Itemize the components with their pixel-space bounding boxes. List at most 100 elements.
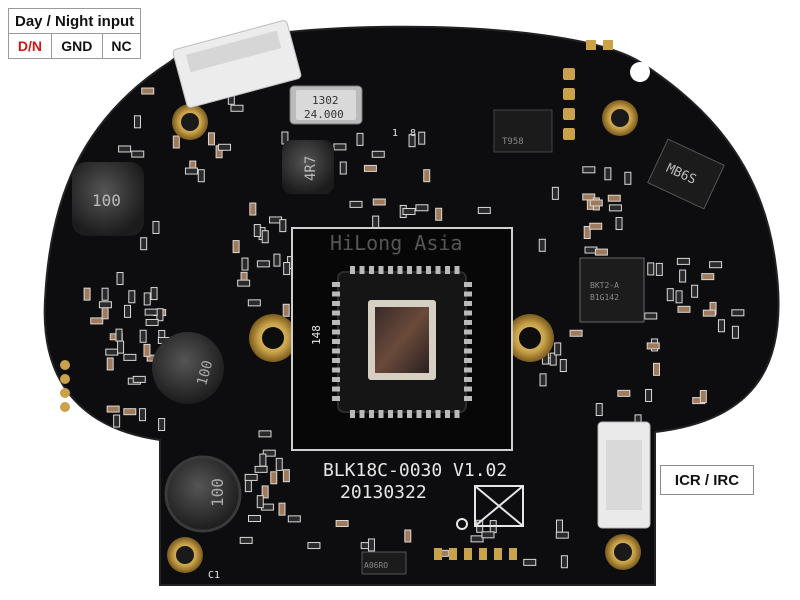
smd-part	[241, 257, 249, 271]
svg-text:BKT2-A: BKT2-A	[590, 281, 619, 290]
day-night-label: Day / Night input D/N GND NC	[7, 8, 142, 59]
smd-part	[101, 306, 109, 320]
sensor-pin	[407, 266, 412, 274]
sensor-pin	[359, 410, 365, 418]
smd-part	[731, 325, 739, 339]
sensor-pin	[332, 329, 340, 335]
inductor-bottom: 100	[164, 455, 242, 533]
smd-part	[717, 319, 725, 333]
smd-part	[470, 535, 484, 543]
sensor-pin	[397, 266, 403, 274]
pin-nc-label: NC	[101, 33, 142, 59]
smd-part	[106, 357, 114, 371]
sensor-pin	[464, 396, 472, 401]
icr-connector	[597, 421, 651, 529]
gold-pad	[60, 402, 70, 412]
smd-part	[139, 329, 147, 343]
smd-part	[408, 134, 416, 148]
watermark-text: HiLong Asia	[330, 231, 462, 255]
pin-gnd-label: GND	[50, 33, 103, 59]
smd-part	[481, 531, 495, 539]
gold-pad	[563, 108, 575, 120]
smd-part	[569, 329, 583, 337]
smd-part	[655, 262, 663, 276]
sensor-pins	[332, 266, 472, 418]
mounting-holes	[167, 100, 641, 573]
smd-part	[239, 536, 253, 544]
smd-part	[287, 515, 301, 523]
sensor-pin	[332, 291, 340, 297]
smd-part	[244, 479, 252, 493]
sensor-pin	[332, 367, 340, 373]
smd-part	[258, 430, 272, 438]
smd-part	[646, 342, 660, 350]
smd-part	[256, 495, 264, 509]
sensor-pin	[464, 386, 472, 392]
smd-part	[644, 312, 658, 320]
smd-part	[676, 257, 690, 265]
sensor-pin	[332, 320, 340, 325]
gold-pad	[479, 548, 487, 560]
smd-part	[555, 519, 563, 533]
smd-part	[699, 389, 707, 403]
smd-part	[549, 352, 557, 366]
svg-text:100: 100	[208, 478, 227, 507]
smd-part	[282, 469, 290, 483]
sensor-pin	[332, 282, 340, 287]
smd-part	[335, 520, 349, 528]
inductor-mid: 100	[152, 332, 224, 404]
smd-part	[435, 207, 443, 221]
smd-part	[261, 230, 269, 244]
sensor-pin-mark: 148	[310, 325, 323, 345]
smd-part	[709, 261, 723, 269]
gold-pad	[586, 40, 596, 50]
svg-text:B1G142: B1G142	[590, 293, 619, 302]
sensor-pin	[464, 310, 472, 316]
smd-part	[273, 253, 281, 267]
sensor-pin	[332, 310, 340, 316]
svg-text:4R7: 4R7	[303, 156, 319, 181]
smd-part	[307, 542, 321, 550]
smd-part	[152, 220, 160, 234]
smd-part	[551, 186, 559, 200]
gold-pad	[60, 374, 70, 384]
smd-part	[156, 308, 164, 322]
smd-part	[701, 273, 715, 281]
sensor-pin	[464, 358, 472, 363]
smd-part	[131, 150, 145, 158]
smd-part	[270, 471, 278, 485]
ic-small-bottom: A06RO	[361, 551, 407, 575]
pin-one-mark: 1	[392, 128, 398, 139]
sensor-pin	[464, 282, 472, 287]
smd-part	[589, 222, 603, 230]
smd-part	[248, 515, 262, 523]
smd-part	[339, 161, 347, 175]
smd-part	[560, 555, 568, 569]
smd-part	[141, 87, 155, 95]
sensor-pin	[369, 410, 374, 418]
smd-part	[207, 132, 215, 146]
sensor-pin	[464, 291, 472, 297]
sensor-pin	[464, 377, 472, 382]
smd-part	[539, 373, 547, 387]
sensor-die	[375, 307, 429, 373]
svg-text:24.000: 24.000	[304, 108, 344, 121]
smd-part	[559, 359, 567, 373]
smd-part	[595, 403, 603, 417]
gold-pad	[464, 548, 472, 560]
smd-part	[589, 199, 603, 207]
smd-part	[132, 375, 146, 383]
sensor-pin	[435, 266, 441, 274]
smd-part	[523, 558, 537, 566]
smd-part	[143, 292, 151, 306]
svg-text:A06RO: A06RO	[364, 561, 388, 570]
inductor-small: 4R7	[282, 140, 334, 194]
smd-part	[123, 408, 137, 416]
smd-part	[105, 348, 119, 356]
smd-part	[666, 288, 674, 302]
smd-part	[230, 104, 244, 112]
sensor-pin	[378, 266, 384, 274]
smd-part	[106, 405, 120, 413]
sensor-pin	[445, 266, 450, 274]
sensor-pin	[397, 410, 403, 418]
